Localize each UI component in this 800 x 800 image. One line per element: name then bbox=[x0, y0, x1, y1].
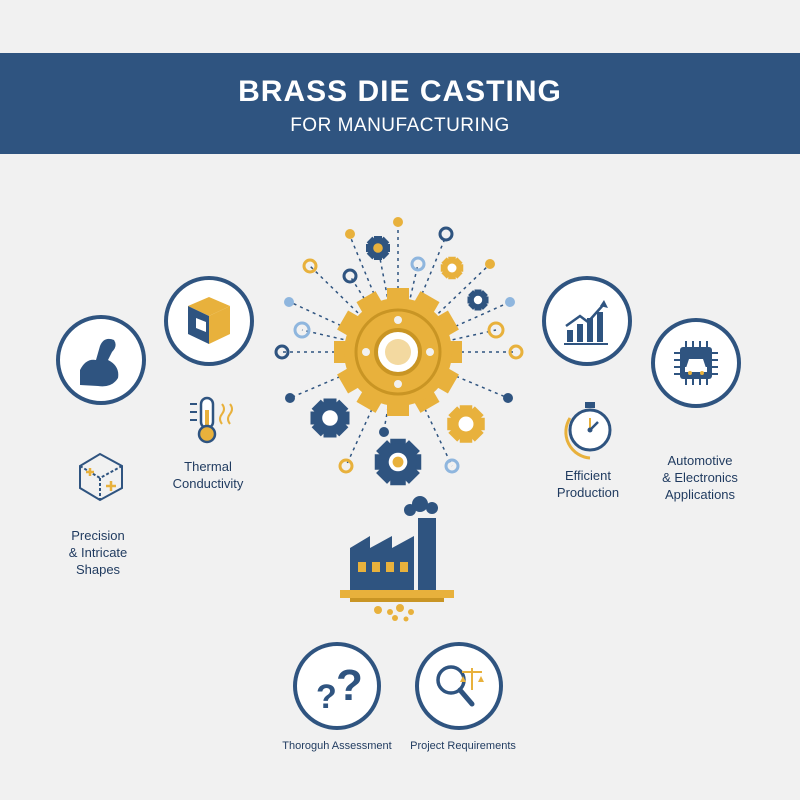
question-marks-icon: ? ? bbox=[293, 642, 381, 730]
feature-label-efficient: Efficient Production bbox=[556, 468, 620, 500]
small-gear-icon bbox=[366, 236, 390, 260]
magnifier-scale-icon bbox=[415, 642, 503, 730]
brass-cube-icon bbox=[164, 276, 254, 366]
page-title: BRASS DIE CASTING bbox=[238, 75, 562, 108]
small-gear-icon bbox=[310, 398, 350, 438]
bottom-label-assessment: Thoroguh Assessment bbox=[282, 740, 392, 752]
feature-label-automotive: Automotive & Electronics Applications bbox=[662, 453, 738, 502]
growth-chart-icon bbox=[542, 276, 632, 366]
stopwatch-icon bbox=[564, 402, 612, 460]
small-gear-icon bbox=[374, 438, 422, 486]
svg-text:?: ? bbox=[336, 661, 363, 710]
bottom-label-requirements: Project Requirements bbox=[410, 740, 516, 752]
feature-label-thermal: Thermal Conductivity bbox=[172, 459, 244, 491]
accent-dots bbox=[274, 217, 524, 474]
small-gear-icon bbox=[467, 289, 489, 311]
small-gear-icon bbox=[440, 256, 464, 280]
header-banner: BRASS DIE CASTING FOR MANUFACTURING bbox=[0, 53, 800, 154]
thermometer-icon bbox=[190, 396, 233, 444]
small-gear-icon bbox=[447, 405, 485, 443]
main-gear-icon bbox=[334, 288, 462, 416]
precision-cube-icon bbox=[79, 452, 123, 502]
factory-icon bbox=[340, 496, 454, 622]
car-chip-icon bbox=[651, 318, 741, 408]
page-subtitle: FOR MANUFACTURING bbox=[290, 115, 510, 136]
strength-arm-icon bbox=[56, 315, 146, 405]
svg-text:?: ? bbox=[316, 678, 337, 716]
feature-label-precision: Precision & Intricate Shapes bbox=[68, 528, 128, 577]
